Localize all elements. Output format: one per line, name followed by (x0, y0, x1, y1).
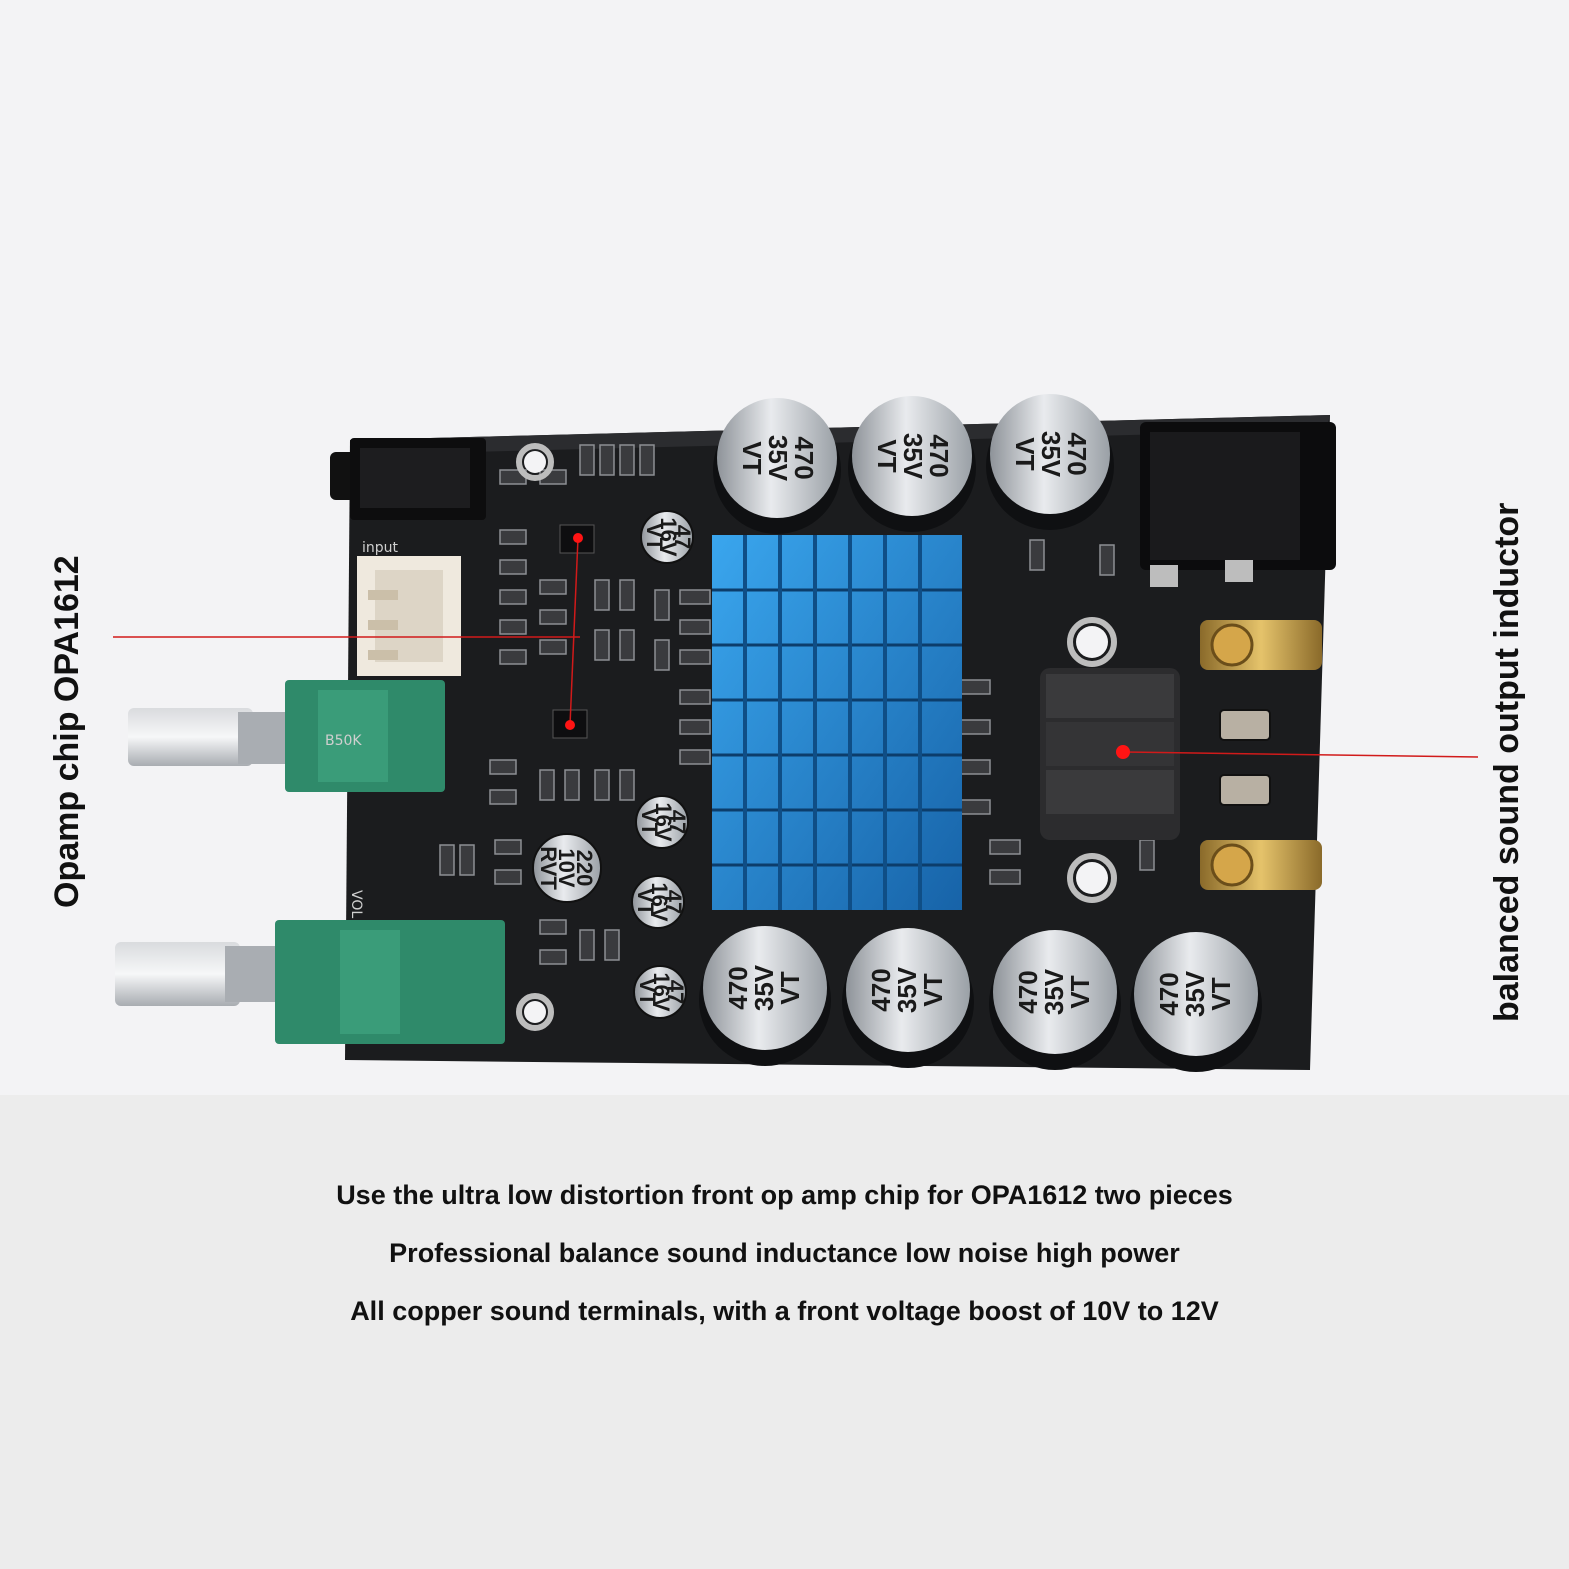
svg-text:35V: 35V (1180, 970, 1210, 1017)
svg-text:VT: VT (737, 441, 767, 474)
svg-text:16V: 16V (647, 882, 672, 921)
svg-text:B50K: B50K (325, 733, 362, 749)
svg-text:VT: VT (642, 523, 667, 552)
big-capacitor-bottom-1: 470 35V VT (699, 926, 831, 1066)
svg-text:470: 470 (723, 966, 753, 1009)
svg-text:47: 47 (665, 810, 690, 834)
big-capacitor-bottom-2: 470 35V VT (842, 928, 974, 1068)
mounting-holes (516, 443, 1117, 1031)
svg-text:470: 470 (1013, 970, 1043, 1013)
dc-power-jack (1140, 422, 1336, 587)
speaker-terminal-1 (1200, 620, 1322, 670)
caption-line-2: Professional balance sound inductance lo… (389, 1238, 1180, 1268)
small-capacitor-3: 47 16V VT (631, 875, 686, 929)
svg-text:VT: VT (635, 978, 660, 1007)
inductor-callout (1116, 745, 1479, 759)
svg-text:VT: VT (1065, 975, 1095, 1008)
svg-text:35V: 35V (892, 966, 922, 1013)
opamp-chip-label: Opamp chip OPA1612 (48, 555, 86, 908)
input-connector (357, 556, 461, 676)
svg-text:47: 47 (661, 890, 686, 914)
svg-text:47: 47 (663, 980, 688, 1004)
svg-text:220: 220 (572, 850, 597, 887)
big-capacitor-bottom-3: 470 35V VT (989, 930, 1121, 1070)
amplifier-board-illustration: input (113, 394, 1479, 1072)
svg-text:10V: 10V (554, 848, 579, 887)
svg-text:470: 470 (789, 436, 819, 479)
opamp-callout (113, 533, 583, 730)
heatsink (712, 535, 962, 910)
volume-potentiometer: B50K (128, 680, 445, 792)
svg-text:470: 470 (1154, 972, 1184, 1015)
svg-text:16V: 16V (656, 517, 681, 556)
small-capacitor-4: 47 16V VT (633, 965, 688, 1019)
speaker-terminal-2 (1200, 840, 1322, 890)
svg-text:16V: 16V (649, 972, 674, 1011)
svg-text:VT: VT (1010, 437, 1040, 470)
svg-text:35V: 35V (898, 433, 928, 480)
svg-text:470: 470 (866, 968, 896, 1011)
small-capacitor-2: 47 16V VT (635, 795, 690, 849)
caption-line-1: Use the ultra low distortion front op am… (336, 1180, 1233, 1210)
svg-text:35V: 35V (763, 435, 793, 482)
svg-text:VT: VT (918, 973, 948, 1006)
silk-input: input (362, 540, 399, 556)
svg-text:16V: 16V (651, 802, 676, 841)
smd-resistors-right (1219, 709, 1271, 806)
audio-jack (330, 438, 486, 520)
big-capacitor-top-3: 470 35V VT (986, 394, 1114, 530)
svg-text:35V: 35V (749, 964, 779, 1011)
big-capacitor-top-1: 470 35V VT (713, 398, 841, 534)
caption-line-3: All copper sound terminals, with a front… (350, 1296, 1219, 1326)
small-capacitor-1: 47 16V VT (640, 510, 695, 564)
svg-text:RVT: RVT (536, 846, 561, 890)
svg-text:VT: VT (872, 439, 902, 472)
big-capacitor-bottom-4: 470 35V VT (1130, 932, 1262, 1072)
tone-potentiometer (115, 920, 505, 1044)
small-capacitor-220: 220 10V RVT (532, 833, 602, 903)
svg-text:VT: VT (637, 808, 662, 837)
svg-text:35V: 35V (1039, 968, 1069, 1015)
output-inductor (1040, 668, 1180, 840)
svg-text:VT: VT (775, 971, 805, 1004)
smd-components (439, 444, 1155, 965)
inductor-label: balanced sound output inductor (1488, 502, 1526, 1022)
svg-text:47: 47 (670, 525, 695, 549)
svg-text:470: 470 (1062, 432, 1092, 475)
svg-text:35V: 35V (1036, 431, 1066, 478)
silk-vol: VOL (348, 890, 364, 918)
svg-text:470: 470 (924, 434, 954, 477)
big-capacitor-top-2: 470 35V VT (848, 396, 976, 532)
caption-background (0, 1095, 1569, 1569)
svg-text:VT: VT (1206, 977, 1236, 1010)
svg-text:VT: VT (633, 888, 658, 917)
